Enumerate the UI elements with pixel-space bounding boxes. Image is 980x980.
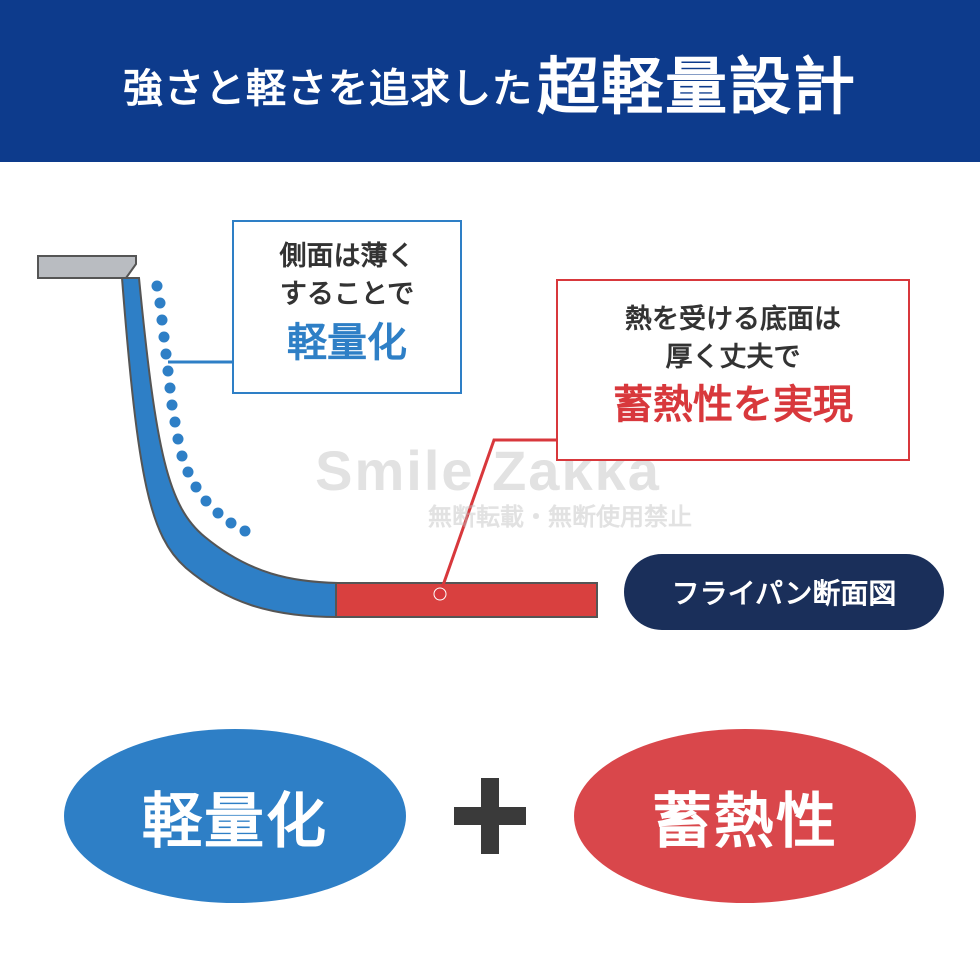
bottom-callout-box: 熱を受ける底面は 厚く丈夫で 蓄熱性を実現 [556,279,910,461]
pan-bottom [335,582,598,618]
side-callout-line2: することで [279,279,415,310]
pan-rim [37,255,137,279]
bottom-callout-line1: 熱を受ける底面は [625,304,841,335]
heat-retention-badge: 蓄熱性 [574,729,916,903]
lightweight-badge: 軽量化 [64,729,406,903]
bottom-callout-line2: 厚く丈夫で [665,342,801,373]
plus-icon [454,778,526,854]
header-lead-text: 強さと軽さを追求した [122,66,533,112]
pan-cross-section-diagram: Smile Zakka 無断転載・無断使用禁止 側面は薄く することで 軽量化 … [0,162,980,722]
side-callout-line1: 側面は薄く [279,241,415,272]
pan-cross-section-svg [37,255,598,619]
bottom-callout-emphasis: 蓄熱性を実現 [613,382,853,428]
side-callout-box: 側面は薄く することで 軽量化 [232,220,462,394]
header-banner: 強さと軽さを追求した 超軽量設計 [0,0,980,162]
diagram-label-pill: フライパン断面図 [624,554,944,630]
bottom-leader-line [438,438,556,595]
header-accent-text: 超軽量設計 [536,50,857,123]
bottom-leader-dot [433,587,447,601]
side-callout-emphasis: 軽量化 [287,320,407,366]
side-thickness-dots [151,280,251,537]
